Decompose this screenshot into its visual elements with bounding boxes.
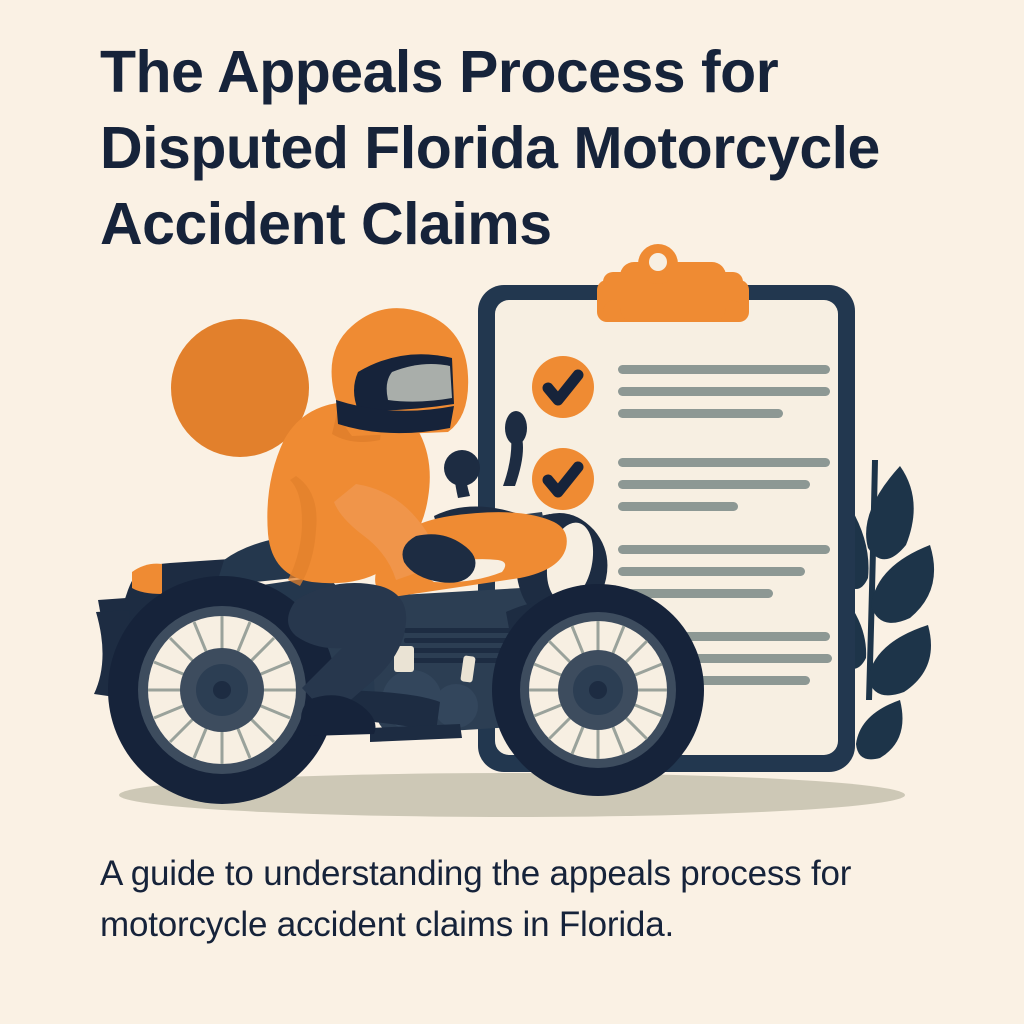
checkmark-icon-2 — [542, 461, 584, 498]
rear-wheel — [108, 576, 336, 804]
mirror — [503, 411, 527, 486]
engine-case-right — [434, 684, 478, 728]
checklist-item-2 — [532, 448, 830, 511]
motorcycle-rider — [267, 308, 476, 736]
taillight — [132, 563, 162, 594]
rider-jacket-fold — [288, 476, 317, 586]
rider-boot — [301, 695, 376, 736]
mirror-left — [444, 450, 480, 498]
checklist-item-4 — [650, 632, 832, 685]
helmet-chinbar — [336, 400, 454, 434]
page-subtitle: A guide to understanding the appeals pro… — [100, 854, 852, 944]
checklist-item-1 — [532, 356, 830, 418]
sun-circle-decoration — [171, 319, 309, 457]
motorcycle — [94, 411, 704, 804]
checkmark-icon-1 — [542, 369, 584, 406]
page-title: The Appeals Process for Disputed Florida… — [100, 39, 880, 257]
rider-leg — [288, 583, 407, 718]
ground-shadow — [119, 773, 905, 817]
footpeg — [370, 724, 462, 742]
front-wheel — [492, 584, 704, 796]
rider-glove — [402, 534, 476, 583]
engine-fins — [404, 628, 522, 663]
clipboard-clip — [597, 244, 749, 322]
helmet-visor-glass — [386, 364, 452, 402]
